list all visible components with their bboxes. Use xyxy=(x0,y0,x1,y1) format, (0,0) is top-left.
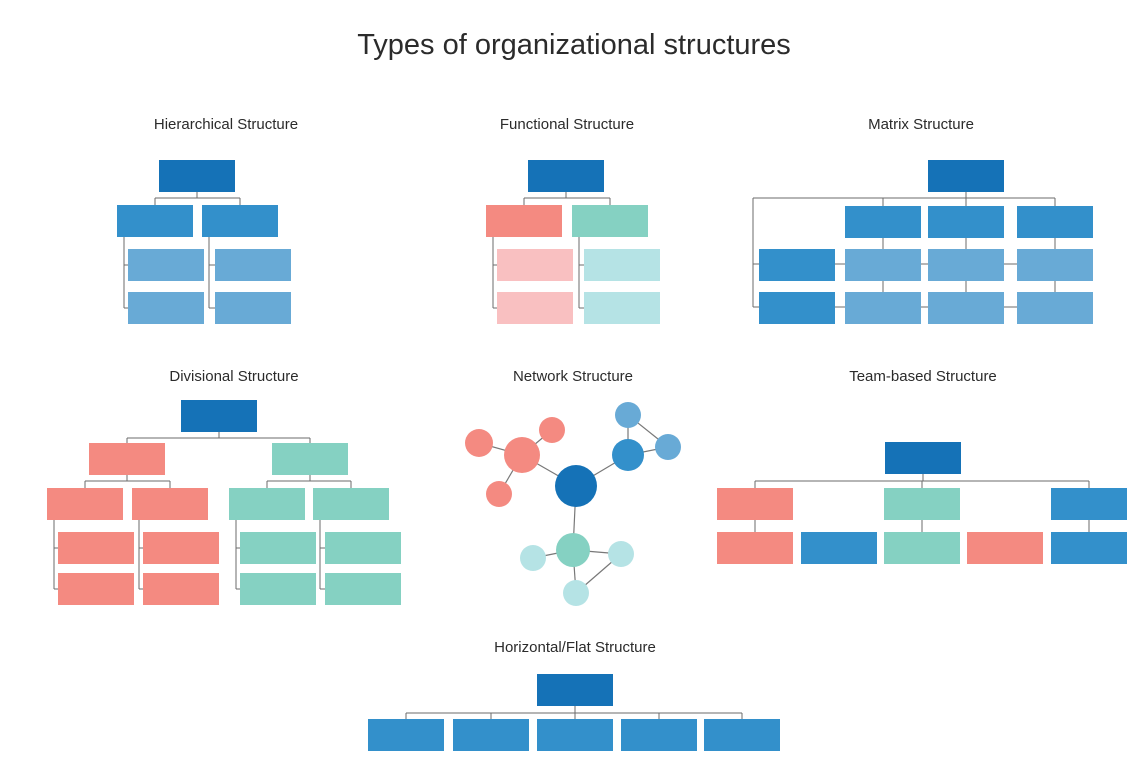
org-unit-box xyxy=(885,442,961,474)
section-label-matrix: Matrix Structure xyxy=(868,116,974,133)
network-node xyxy=(612,439,644,471)
org-unit-box xyxy=(497,249,573,281)
section-label-network: Network Structure xyxy=(512,368,634,385)
org-unit-box xyxy=(325,573,401,605)
page-title: Types of organizational structures xyxy=(357,29,791,61)
org-unit-box xyxy=(128,292,204,324)
org-unit-box xyxy=(229,488,305,520)
org-unit-box xyxy=(928,160,1004,192)
org-unit-box xyxy=(215,249,291,281)
org-unit-box xyxy=(497,292,573,324)
org-unit-box xyxy=(759,249,835,281)
org-unit-box xyxy=(1017,249,1093,281)
org-unit-box xyxy=(47,488,123,520)
org-unit-box xyxy=(240,532,316,564)
org-unit-box xyxy=(704,719,780,751)
network-node xyxy=(556,533,590,567)
org-unit-box xyxy=(202,205,278,237)
org-unit-box xyxy=(528,160,604,192)
network-node xyxy=(539,417,565,443)
horizontal-flat-structure-diagram xyxy=(368,674,780,751)
org-unit-box xyxy=(89,443,165,475)
org-unit-box xyxy=(537,719,613,751)
org-unit-box xyxy=(58,573,134,605)
network-node xyxy=(563,580,589,606)
network-node xyxy=(555,465,597,507)
org-unit-box xyxy=(928,206,1004,238)
org-unit-box xyxy=(717,488,793,520)
org-unit-box xyxy=(368,719,444,751)
network-node xyxy=(655,434,681,460)
org-unit-box xyxy=(1051,532,1127,564)
org-unit-box xyxy=(1017,292,1093,324)
org-unit-box xyxy=(801,532,877,564)
org-unit-box xyxy=(928,249,1004,281)
section-label-hierarchical: Hierarchical Structure xyxy=(153,116,299,133)
org-unit-box xyxy=(584,249,660,281)
section-label-functional: Functional Structure xyxy=(499,116,635,133)
org-unit-box xyxy=(928,292,1004,324)
section-label-divisional: Divisional Structure xyxy=(169,368,299,385)
org-unit-box xyxy=(845,292,921,324)
org-unit-box xyxy=(884,532,960,564)
org-unit-box xyxy=(325,532,401,564)
matrix-structure-diagram xyxy=(752,160,1093,324)
org-unit-box xyxy=(117,205,193,237)
network-node xyxy=(486,481,512,507)
functional-structure-diagram xyxy=(486,160,660,324)
network-node xyxy=(504,437,540,473)
org-unit-box xyxy=(572,205,648,237)
org-unit-box xyxy=(272,443,348,475)
org-unit-box xyxy=(159,160,235,192)
org-unit-box xyxy=(621,719,697,751)
section-label-team-based: Team-based Structure xyxy=(849,368,997,385)
section-label-horizontal-flat: Horizontal/Flat Structure xyxy=(494,639,656,656)
org-unit-box xyxy=(884,488,960,520)
network-node xyxy=(520,545,546,571)
org-unit-box xyxy=(845,249,921,281)
org-unit-box xyxy=(1051,488,1127,520)
network-node xyxy=(465,429,493,457)
network-node xyxy=(608,541,634,567)
org-unit-box xyxy=(313,488,389,520)
org-unit-box xyxy=(132,488,208,520)
org-unit-box xyxy=(1017,206,1093,238)
org-unit-box xyxy=(58,532,134,564)
network-node xyxy=(615,402,641,428)
org-unit-box xyxy=(240,573,316,605)
team-based-structure-diagram xyxy=(717,442,1127,564)
org-unit-box xyxy=(215,292,291,324)
divisional-structure-diagram xyxy=(47,400,401,605)
org-unit-box xyxy=(486,205,562,237)
org-unit-box xyxy=(759,292,835,324)
org-unit-box xyxy=(717,532,793,564)
org-unit-box xyxy=(967,532,1043,564)
hierarchical-structure-diagram xyxy=(117,160,291,324)
org-unit-box xyxy=(537,674,613,706)
org-unit-box xyxy=(128,249,204,281)
org-unit-box xyxy=(143,532,219,564)
org-unit-box xyxy=(181,400,257,432)
org-unit-box xyxy=(845,206,921,238)
org-unit-box xyxy=(584,292,660,324)
org-unit-box xyxy=(143,573,219,605)
org-unit-box xyxy=(453,719,529,751)
network-structure-diagram xyxy=(465,402,681,606)
